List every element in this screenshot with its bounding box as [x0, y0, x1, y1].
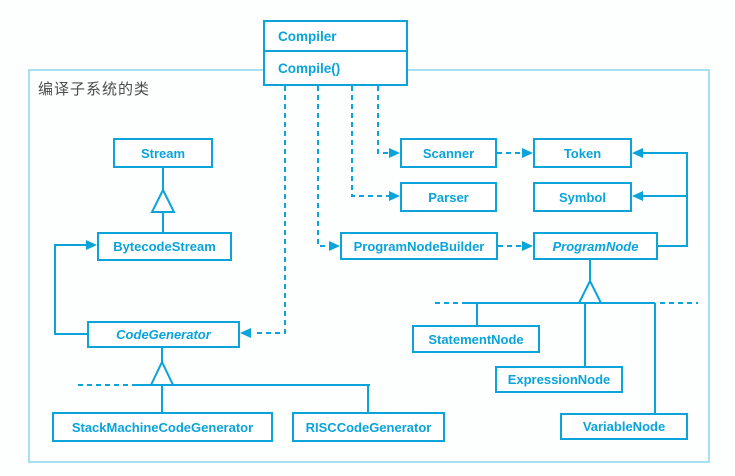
class-box-statementnode: StatementNode	[412, 325, 540, 353]
class-box-compiler: Compiler Compile()	[263, 20, 408, 86]
class-box-parser: Parser	[400, 182, 497, 212]
class-name-programnode: ProgramNode	[552, 238, 639, 254]
class-box-programnodebuilder: ProgramNodeBuilder	[340, 232, 498, 260]
class-name-token: Token	[563, 145, 602, 161]
class-name-parser: Parser	[428, 189, 469, 205]
class-name-risccodegenerator: RISCCodeGenerator	[305, 419, 432, 435]
class-box-stackmachinecodegenerator: StackMachineCodeGenerator	[52, 412, 273, 442]
class-box-token: Token	[533, 138, 632, 168]
class-box-variablenode: VariableNode	[560, 413, 688, 440]
class-name-bytecodestream: BytecodeStream	[113, 239, 216, 254]
arrow-programnode-token-symbol	[632, 148, 688, 247]
class-box-codegenerator: CodeGenerator	[87, 321, 240, 348]
dashed-arrow-compiler-programnodebuilder	[317, 86, 340, 251]
inheritance-triangle-programnode	[435, 259, 698, 413]
class-name-stream: Stream	[140, 145, 186, 161]
class-box-stream: Stream	[113, 138, 213, 168]
class-name-stackmachinecodegenerator: StackMachineCodeGenerator	[71, 419, 254, 435]
class-box-risccodegenerator: RISCCodeGenerator	[292, 412, 445, 442]
dashed-arrow-compiler-parser	[351, 86, 400, 201]
arrow-codegenerator-bytecodestream	[54, 240, 97, 335]
class-name-scanner: Scanner	[422, 145, 475, 161]
class-box-programnode: ProgramNode	[533, 232, 658, 260]
class-operation-compile: Compile()	[278, 60, 341, 76]
inheritance-triangle-codegenerator	[78, 348, 370, 412]
class-name-expressionnode: ExpressionNode	[507, 372, 611, 387]
class-name-compiler: Compiler	[265, 22, 406, 52]
class-box-expressionnode: ExpressionNode	[495, 366, 623, 393]
class-box-symbol: Symbol	[533, 182, 632, 212]
class-name-symbol: Symbol	[559, 189, 606, 205]
class-name-statementnode: StatementNode	[428, 331, 524, 347]
subsystem-label: 编译子系统的类	[38, 81, 151, 98]
inheritance-triangle-stream	[150, 168, 176, 232]
class-name-variablenode: VariableNode	[582, 419, 666, 434]
dashed-arrow-compiler-scanner	[377, 86, 400, 158]
dashed-arrow-compiler-codegenerator	[240, 86, 286, 338]
class-box-bytecodestream: BytecodeStream	[97, 232, 232, 261]
class-box-scanner: Scanner	[400, 138, 497, 168]
class-name-codegenerator: CodeGenerator	[116, 327, 211, 342]
class-name-programnodebuilder: ProgramNodeBuilder	[353, 238, 485, 254]
dashed-arrow-programnodebuilder-programnode	[498, 241, 533, 251]
dashed-arrow-scanner-token	[497, 148, 533, 158]
